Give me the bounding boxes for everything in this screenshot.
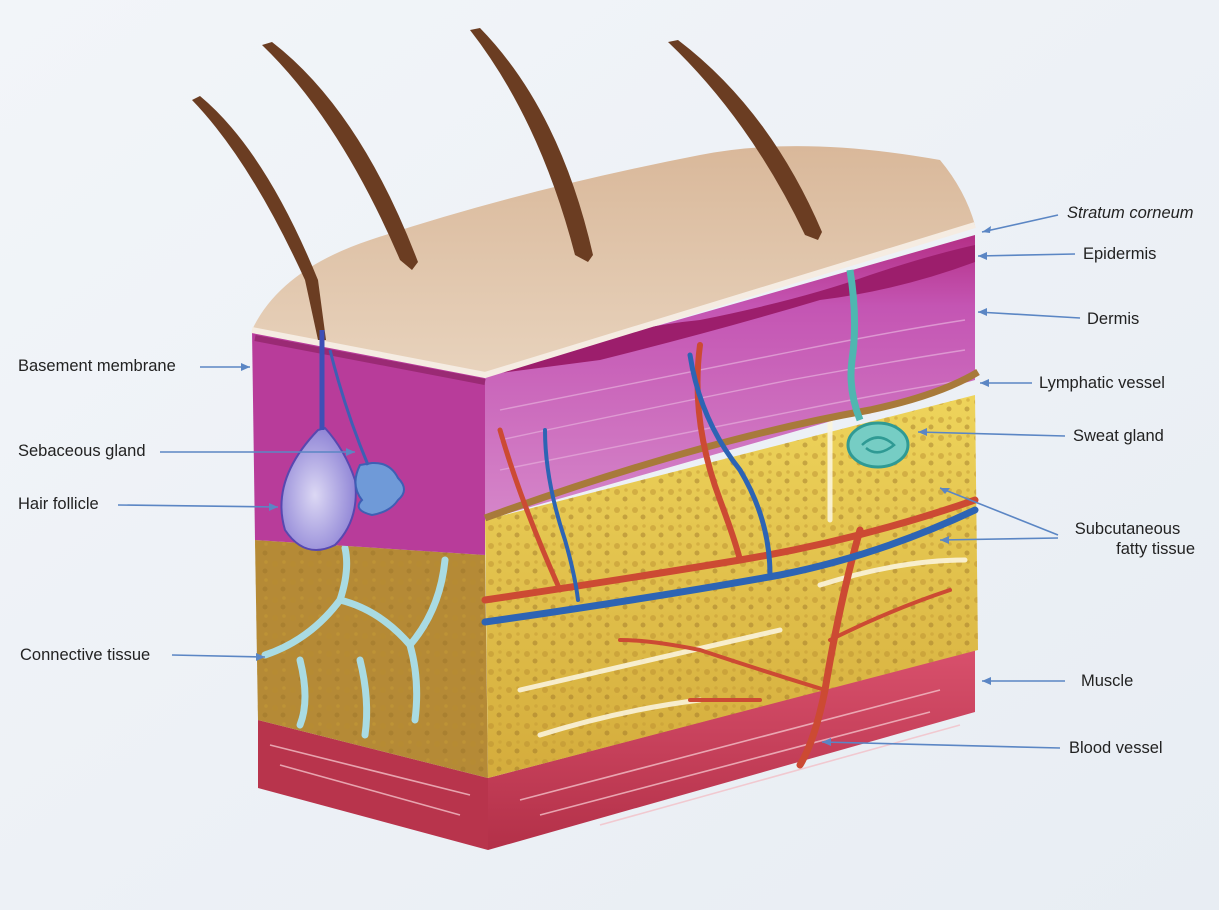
label-dermis: Dermis	[1087, 310, 1139, 330]
label-blood-vessel: Blood vessel	[1069, 739, 1163, 759]
label-connective-tissue: Connective tissue	[20, 646, 150, 666]
label-stratum-corneum: Stratum corneum	[1067, 204, 1194, 224]
label-subcutaneous-line2: fatty tissue	[1060, 540, 1195, 560]
label-basement-membrane: Basement membrane	[18, 357, 176, 377]
label-epidermis: Epidermis	[1083, 245, 1156, 265]
label-muscle: Muscle	[1081, 672, 1133, 692]
sweat-gland-coil	[848, 423, 908, 467]
label-sweat-gland: Sweat gland	[1073, 427, 1164, 447]
label-subcutaneous-fatty-tissue: Subcutaneous fatty tissue	[1060, 520, 1195, 560]
label-sebaceous-gland: Sebaceous gland	[18, 442, 146, 462]
label-subcutaneous-line1: Subcutaneous	[1060, 520, 1195, 540]
label-lymphatic-vessel: Lymphatic vessel	[1039, 374, 1165, 394]
label-hair-follicle: Hair follicle	[18, 495, 99, 515]
